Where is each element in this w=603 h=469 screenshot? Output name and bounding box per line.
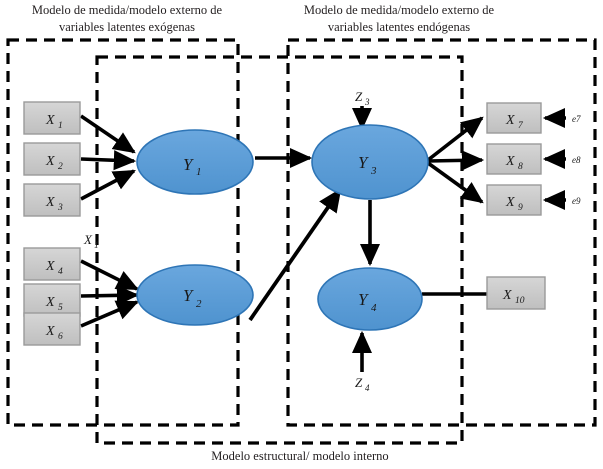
caption-structural-model: Modelo estructural/ modelo interno (211, 449, 389, 463)
indicator-box-x2-subscript: 2 (58, 162, 63, 172)
exogenous-measurement-region-border (6, 38, 240, 427)
indicator-box-x6[interactable]: X 6 (23, 312, 81, 346)
indicator-box-x1-label: X (45, 113, 55, 128)
indicator-box-x3-subscript: 3 (57, 203, 63, 213)
indicator-box-x10-subscript: 10 (515, 296, 525, 306)
latent-node-y4[interactable]: Y 4 (317, 267, 423, 331)
indicator-box-x1[interactable]: X 1 (23, 101, 81, 135)
indicator-box-x9-label: X (505, 195, 515, 210)
latent-node-y3-subscript: 3 (370, 165, 377, 177)
latent-node-y3[interactable]: Y 3 (311, 124, 429, 200)
latent-node-y4-label: Y (358, 290, 369, 309)
caption-exogenous-measurement-model: Modelo de medida/modelo externo de varia… (31, 3, 223, 34)
caption-endogenous-measurement-model: Modelo de medida/modelo externo de varia… (303, 3, 495, 34)
indicator-box-x7-subscript: 7 (518, 121, 524, 131)
error-term-e7-label: e7 (572, 114, 581, 124)
stray-label-x1-label: X (83, 232, 93, 247)
indicator-box-x2[interactable]: X 2 (23, 142, 81, 176)
indicator-box-x4[interactable]: X 4 (23, 247, 81, 281)
latent-node-y1-label: Y (183, 155, 194, 174)
indicator-box-x7-label: X (505, 113, 515, 128)
disturbance-z4-subscript: 4 (365, 383, 370, 393)
indicator-box-x6-subscript: 6 (58, 332, 63, 342)
indicator-box-x10[interactable]: X 10 (486, 276, 546, 310)
error-term-e8-label: e8 (572, 155, 581, 165)
indicator-box-x2-label: X (45, 154, 55, 169)
indicator-box-x1-subscript: 1 (58, 121, 63, 131)
indicator-box-x6-label: X (45, 324, 55, 339)
edge-x5-y2 (80, 285, 140, 306)
latent-node-y3-label: Y (358, 153, 369, 172)
edge-y3-x9 (426, 161, 484, 204)
endogenous-measurement-region-border (286, 38, 597, 427)
indicator-box-x9-subscript: 9 (518, 203, 523, 213)
indicator-box-x5-subscript: 5 (58, 303, 63, 313)
indicator-box-x3-label: X (45, 195, 55, 210)
edge-x3-y1 (80, 169, 136, 201)
indicator-box-x7[interactable]: X 7 (486, 102, 542, 134)
stray-label-x1-subscript: 1 (94, 241, 99, 251)
disturbance-z3: Z 3 (355, 89, 370, 107)
indicator-box-x4-subscript: 4 (58, 267, 63, 277)
latent-node-y1-subscript: 1 (196, 166, 202, 178)
latent-node-y1[interactable]: Y 1 (136, 129, 254, 195)
indicator-box-x10-label: X (502, 288, 512, 303)
indicator-box-x8-subscript: 8 (518, 162, 523, 172)
disturbance-z3-label: Z (355, 89, 363, 104)
indicator-box-x5-label: X (45, 295, 55, 310)
latent-node-y2[interactable]: Y 2 (136, 264, 254, 326)
edge-x1-y1 (79, 114, 136, 154)
edge-x2-y1 (80, 150, 137, 171)
edge-y3-x7 (426, 116, 484, 162)
latent-node-y2-subscript: 2 (196, 298, 202, 310)
disturbance-z4-label: Z (355, 375, 363, 390)
edge-x4-y2 (80, 259, 139, 291)
indicator-box-x8-label: X (505, 154, 515, 169)
disturbance-z3-subscript: 3 (364, 97, 370, 107)
edge-y2-y3 (248, 188, 342, 322)
latent-node-y4-subscript: 4 (371, 302, 377, 314)
stray-label-x1: X 1 (83, 232, 99, 251)
indicator-box-x8[interactable]: X 8 (486, 143, 542, 175)
indicator-box-x3[interactable]: X 3 (23, 183, 81, 217)
error-term-e9-label: e9 (572, 196, 581, 206)
indicator-box-x5[interactable]: X 5 (23, 283, 81, 317)
latent-node-y2-label: Y (183, 286, 194, 305)
structural-model-region-border (95, 55, 464, 445)
edge-y3-x8 (427, 150, 485, 171)
indicator-box-x9[interactable]: X 9 (486, 184, 542, 216)
edge-x6-y2 (80, 300, 139, 328)
indicator-box-x4-label: X (45, 259, 55, 274)
disturbance-z4: Z 4 (355, 375, 370, 393)
